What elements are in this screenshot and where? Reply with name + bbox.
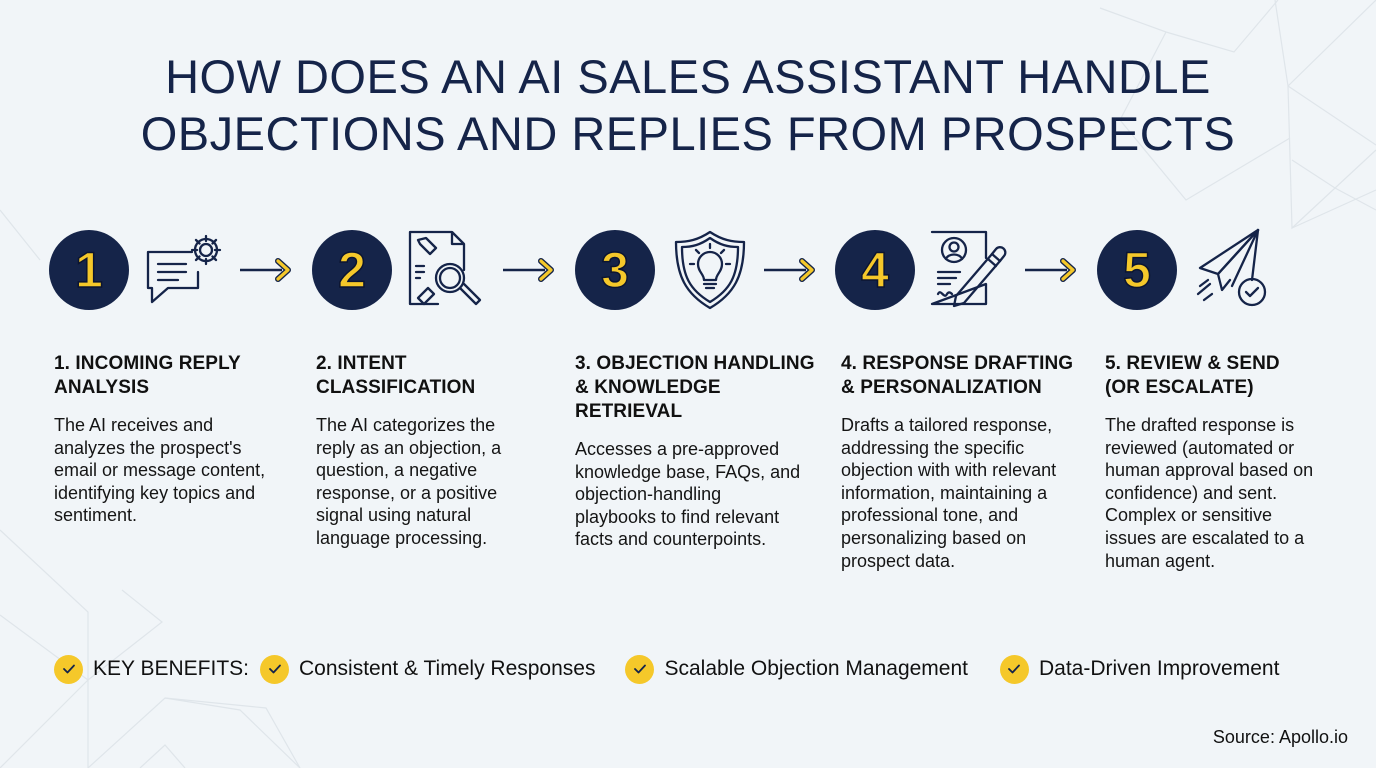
step-5-number-badge: 5 bbox=[1097, 230, 1177, 310]
check-icon bbox=[260, 654, 289, 684]
step-1-description: The AI receives and analyzes the prospec… bbox=[54, 415, 266, 526]
step-5-column: 5. REVIEW & SEND (OR ESCALATE) The draft… bbox=[1105, 352, 1367, 572]
document-magnifier-icon bbox=[408, 230, 482, 306]
benefit-item: Data-Driven Improvement bbox=[1038, 657, 1280, 680]
step-1-number-badge: 1 bbox=[49, 230, 129, 310]
check-icon bbox=[625, 654, 655, 684]
step-3-number-badge: 3 bbox=[575, 230, 655, 310]
key-benefits-label: KEY BENEFITS: bbox=[93, 657, 249, 680]
step-4-description: Drafts a tailored response, addressing t… bbox=[841, 415, 1057, 571]
arrow-right-icon bbox=[764, 258, 815, 282]
check-icon bbox=[54, 654, 83, 684]
check-icon bbox=[999, 654, 1029, 684]
benefit-item: Consistent & Timely Responses bbox=[299, 657, 596, 680]
chat-bubble-gear-icon bbox=[146, 234, 222, 304]
step-2-description: The AI categorizes the reply as an objec… bbox=[316, 415, 502, 548]
shield-lightbulb-icon bbox=[674, 230, 746, 310]
paper-plane-check-icon bbox=[1196, 228, 1267, 307]
step-4-heading: 4. RESPONSE DRAFTING & PERSONALIZATION bbox=[841, 353, 1074, 398]
key-benefits-bar: KEY BENEFITS: Consistent & Timely Respon… bbox=[54, 652, 1279, 686]
step-5-heading: 5. REVIEW & SEND (OR ESCALATE) bbox=[1105, 353, 1280, 398]
source-credit: Source: Apollo.io bbox=[1212, 727, 1348, 747]
step-3-column: 3. OBJECTION HANDLING & KNOWLEDGE RETRIE… bbox=[575, 352, 837, 551]
step-1-column: 1. INCOMING REPLY ANALYSIS The AI receiv… bbox=[54, 352, 316, 527]
title-line-2: OBJECTIONS AND REPLIES FROM PROSPECTS bbox=[140, 107, 1236, 160]
arrow-right-icon bbox=[1025, 258, 1076, 282]
title-line-1: HOW DOES AN AI SALES ASSISTANT HANDLE bbox=[165, 50, 1211, 103]
process-steps-row: 1 2 3 bbox=[0, 228, 1376, 312]
step-3-heading: 3. OBJECTION HANDLING & KNOWLEDGE RETRIE… bbox=[575, 353, 815, 422]
arrow-right-icon bbox=[503, 258, 554, 282]
step-2-number-badge: 2 bbox=[312, 230, 392, 310]
step-5-description: The drafted response is reviewed (automa… bbox=[1105, 415, 1314, 571]
document-profile-pen-icon bbox=[930, 230, 1007, 308]
step-3-description: Accesses a pre-approved knowledge base, … bbox=[575, 439, 801, 550]
benefit-item: Scalable Objection Management bbox=[664, 657, 968, 680]
step-1-heading: 1. INCOMING REPLY ANALYSIS bbox=[54, 353, 241, 398]
arrow-right-icon bbox=[240, 258, 291, 282]
step-2-heading: 2. INTENT CLASSIFICATION bbox=[316, 353, 476, 398]
step-4-number-badge: 4 bbox=[835, 230, 915, 310]
page-title: HOW DOES AN AI SALES ASSISTANT HANDLE OB… bbox=[0, 48, 1376, 162]
step-2-column: 2. INTENT CLASSIFICATION The AI categori… bbox=[316, 352, 578, 550]
step-4-column: 4. RESPONSE DRAFTING & PERSONALIZATION D… bbox=[841, 352, 1103, 572]
